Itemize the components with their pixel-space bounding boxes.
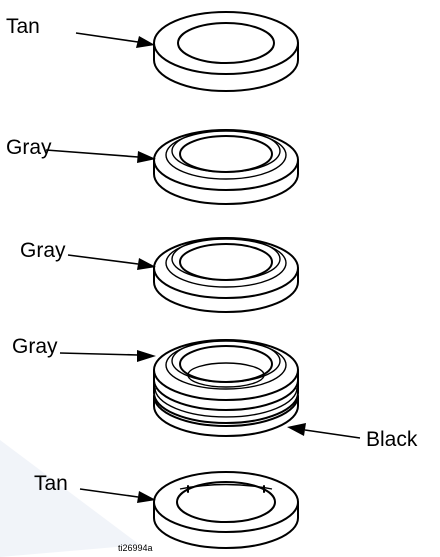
seal-2-gray-packing — [153, 129, 299, 205]
label-seal-2: Gray — [6, 136, 52, 159]
watermark-shape — [0, 440, 140, 557]
seal-1-tan-ring — [153, 11, 299, 92]
leader-arrow-black-ring — [287, 423, 361, 439]
label-seal-4: Gray — [12, 335, 58, 358]
label-seal-1: Tan — [6, 15, 40, 38]
leader-arrow-seal-1 — [75, 32, 155, 48]
label-seal-4-black-ring: Black — [366, 428, 418, 451]
seal-3-gray-packing — [153, 237, 299, 313]
leader-arrow-seal-5 — [79, 488, 156, 503]
leader-arrow-seal-3 — [67, 254, 156, 270]
label-seal-3: Gray — [20, 239, 66, 262]
label-seal-5: Tan — [34, 472, 68, 495]
leader-arrow-seal-4 — [59, 350, 156, 362]
seal-4-gray-packing-with-black-ring — [153, 339, 299, 437]
seal-5-tan-ring — [153, 471, 299, 549]
leader-arrow-seal-2 — [45, 149, 156, 163]
reference-code: ti26994a — [118, 543, 153, 553]
